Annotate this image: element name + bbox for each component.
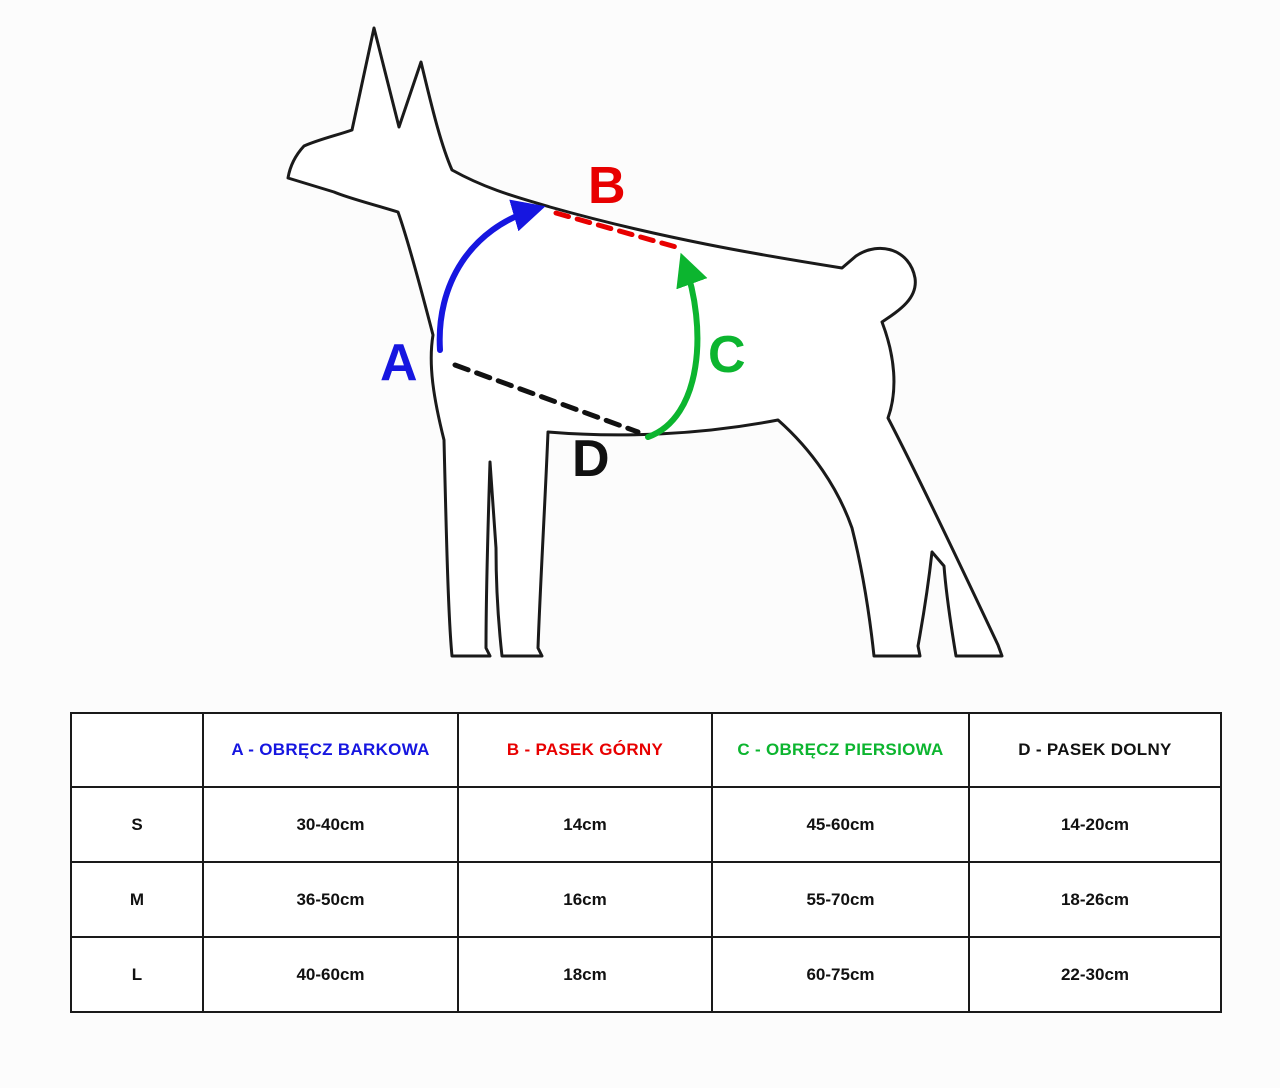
measure-c-arc (645, 252, 708, 440)
value-cell: 16cm (457, 861, 713, 938)
dog-measurement-diagram: A B C D (286, 26, 1004, 658)
value-cell: 55-70cm (711, 861, 970, 938)
header-a-obrecz-barkowa: A - OBRĘCZ BARKOWA (202, 712, 459, 788)
dog-diagram-svg: A B C D (286, 26, 1004, 658)
value-cell: 18cm (457, 936, 713, 1013)
size-cell: M (70, 861, 204, 938)
value-cell: 30-40cm (202, 786, 459, 863)
size-cell: S (70, 786, 204, 863)
measure-d-line (452, 362, 641, 435)
label-a: A (380, 334, 418, 392)
table-header-row: A - OBRĘCZ BARKOWA B - PASEK GÓRNY C - O… (70, 712, 1222, 788)
label-c: C (708, 326, 746, 384)
table-row-l: L 40-60cm 18cm 60-75cm 22-30cm (70, 936, 1222, 1013)
label-d: D (572, 430, 610, 488)
table-row-m: M 36-50cm 16cm 55-70cm 18-26cm (70, 861, 1222, 938)
value-cell: 45-60cm (711, 786, 970, 863)
size-cell: L (70, 936, 204, 1013)
value-cell: 14cm (457, 786, 713, 863)
value-cell: 18-26cm (968, 861, 1222, 938)
value-cell: 22-30cm (968, 936, 1222, 1013)
value-cell: 14-20cm (968, 786, 1222, 863)
dog-silhouette (286, 26, 1004, 658)
table-row-s: S 30-40cm 14cm 45-60cm 14-20cm (70, 786, 1222, 863)
measure-a-arc (436, 199, 546, 353)
value-cell: 60-75cm (711, 936, 970, 1013)
header-empty-cell (70, 712, 204, 788)
label-b: B (588, 157, 626, 215)
value-cell: 40-60cm (202, 936, 459, 1013)
header-d-pasek-dolny: D - PASEK DOLNY (968, 712, 1222, 788)
header-b-pasek-gorny: B - PASEK GÓRNY (457, 712, 713, 788)
size-table: A - OBRĘCZ BARKOWA B - PASEK GÓRNY C - O… (70, 712, 1222, 1013)
header-c-obrecz-piersiowa: C - OBRĘCZ PIERSIOWA (711, 712, 970, 788)
measure-b-line (553, 210, 679, 250)
value-cell: 36-50cm (202, 861, 459, 938)
